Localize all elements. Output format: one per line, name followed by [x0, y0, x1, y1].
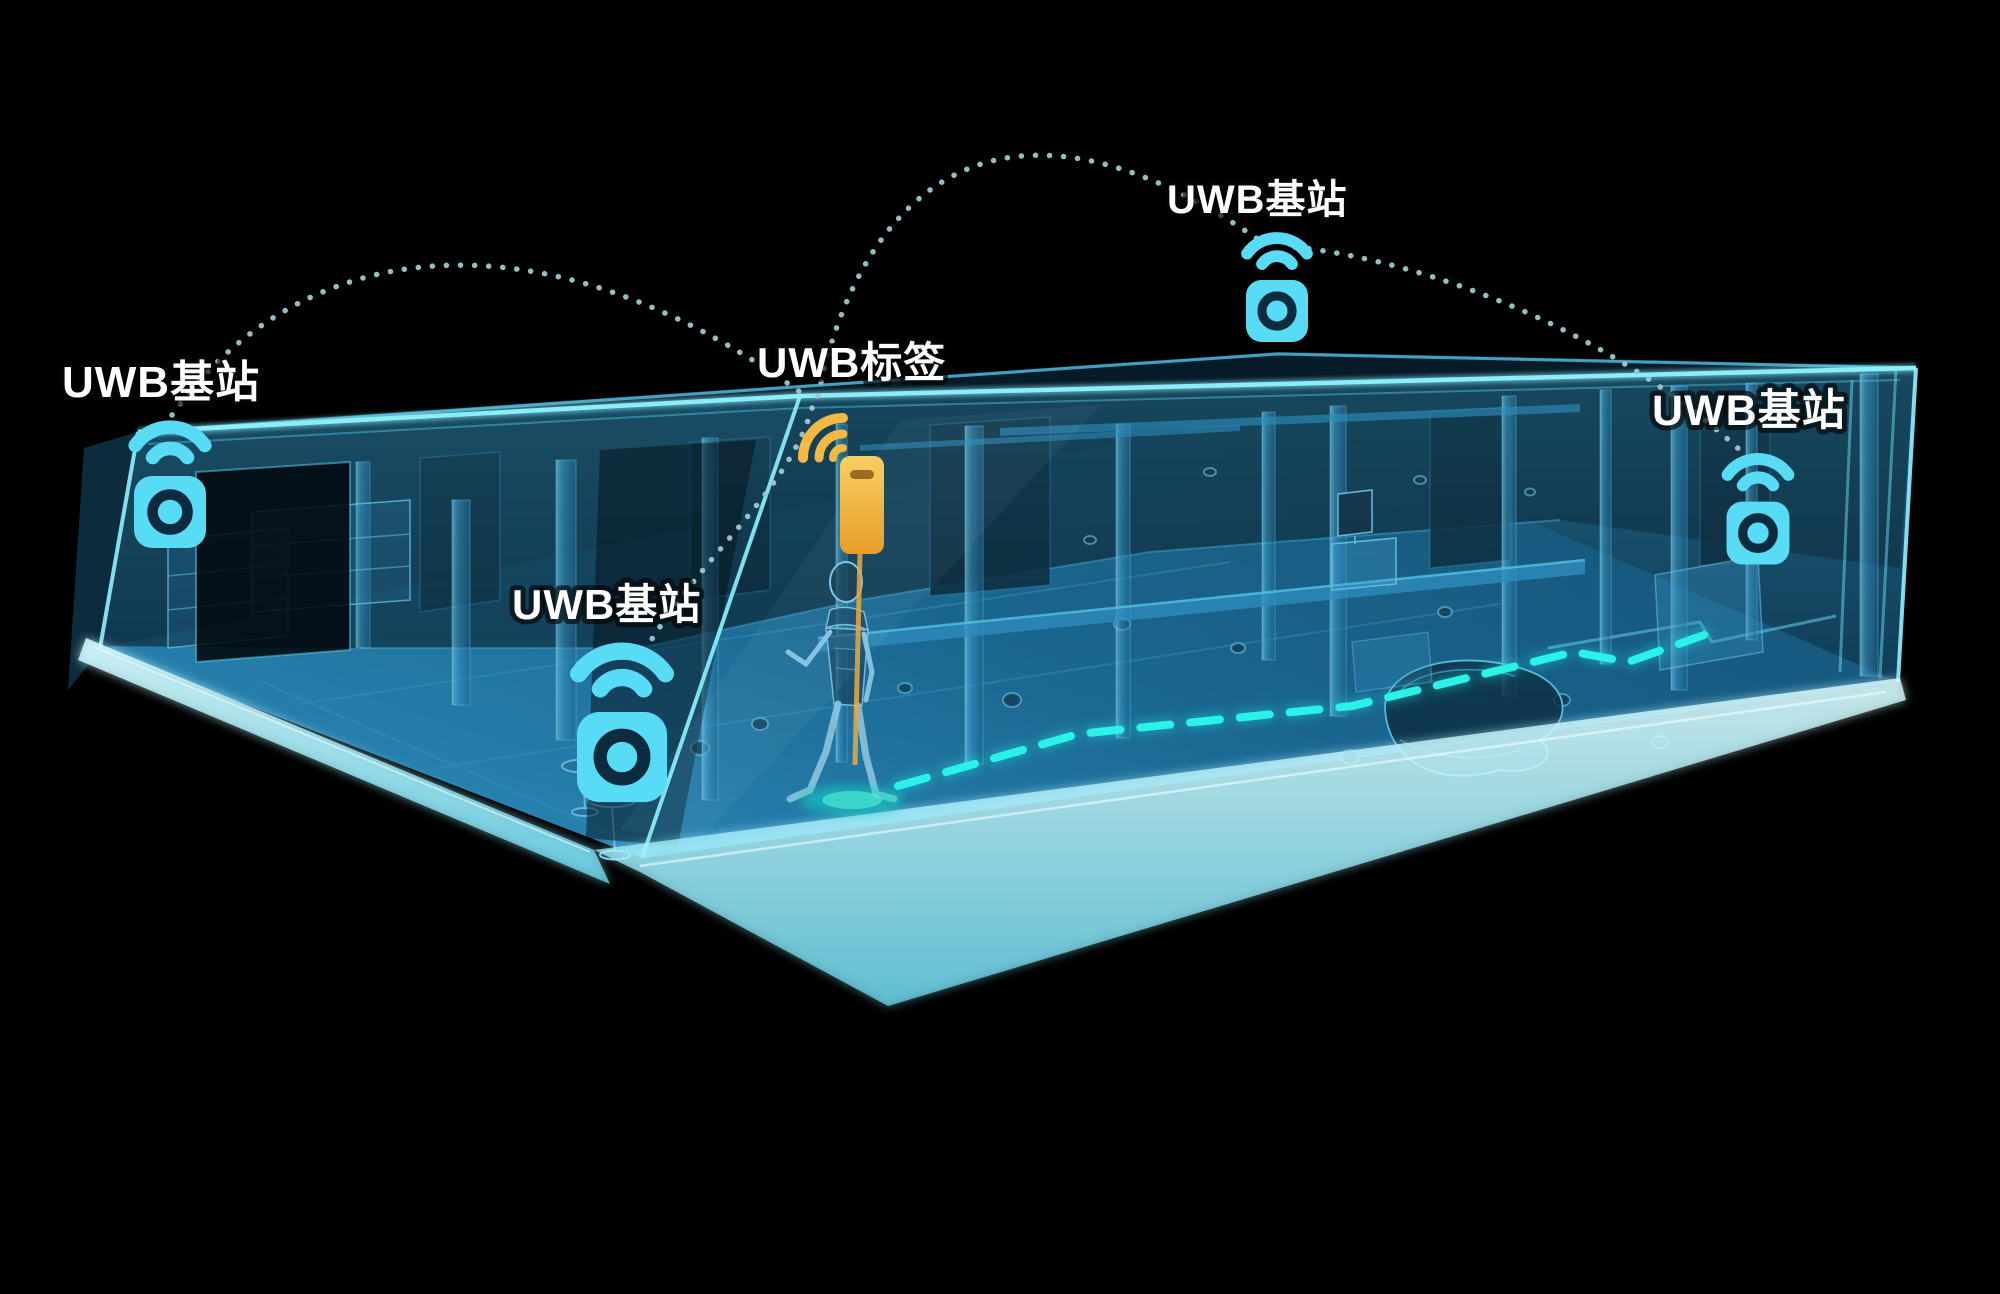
anchor-label-mid-left: UWB基站 [512, 581, 701, 628]
position-glow-core [822, 791, 882, 809]
tag-signal-waves-icon [798, 413, 848, 463]
ranging-arcs [169, 152, 1745, 645]
anchor-label-right: UWB基站 [1652, 387, 1846, 435]
ranging-arc [1292, 244, 1745, 455]
outer-left-wall [68, 432, 138, 690]
uwb-anchor-back-center-icon [1246, 238, 1308, 342]
ranging-arc [815, 152, 1265, 399]
uwb-tag [798, 413, 884, 766]
floor-slab-glow [78, 638, 1906, 1006]
tag-drop-line [852, 552, 863, 766]
anchor-label-back-center: UWB基站 [1167, 178, 1348, 222]
tag-label: UWB标签 [757, 339, 946, 386]
wall-rim-edges [98, 352, 1918, 859]
movement-path [800, 628, 1711, 815]
node-labels: UWB基站 UWB基站 UWB标签 UWB基站 UWB基站 [57, 173, 1850, 633]
anchor-label-top-left: UWB基站 [62, 358, 260, 407]
front-left-doorway [196, 462, 350, 662]
building-model [68, 352, 1918, 1006]
uwb-tag-badge-icon [840, 456, 884, 554]
dashed-trajectory [894, 631, 1708, 790]
ranging-arc [169, 262, 803, 418]
